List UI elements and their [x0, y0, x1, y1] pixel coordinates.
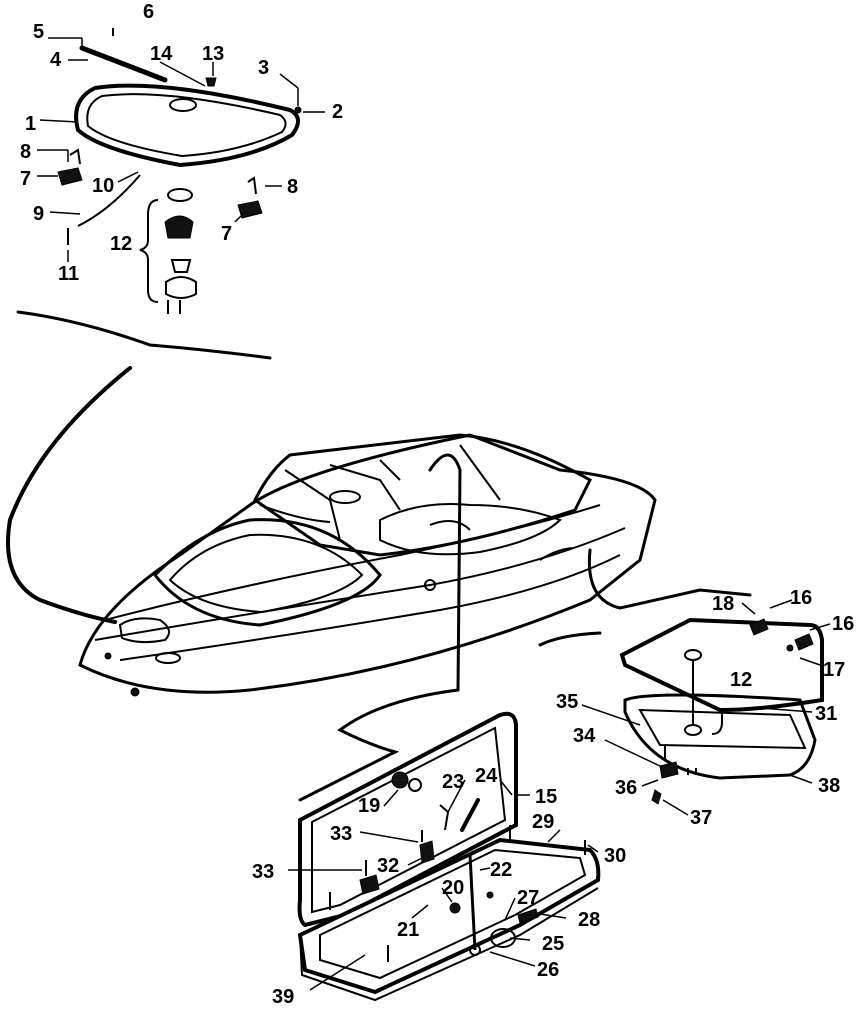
- hinge-16-b: [794, 633, 814, 651]
- latch-body: [164, 215, 194, 239]
- part-label: 18: [712, 593, 734, 615]
- part-label: 12: [730, 669, 752, 691]
- part-label: 27: [517, 887, 539, 909]
- hinge-16-a: [749, 618, 769, 636]
- latch-roller: [391, 771, 409, 789]
- part-label: 24: [475, 765, 498, 787]
- latch-bolt: [205, 77, 217, 87]
- hinge-32: [359, 874, 380, 895]
- part-label: 38: [818, 775, 840, 797]
- part-label: 17: [823, 659, 845, 681]
- part-label: 1: [25, 113, 36, 135]
- part-label: 33: [330, 823, 352, 845]
- part-label: 9: [33, 203, 44, 225]
- part-label: 36: [615, 777, 637, 799]
- part-label: 20: [442, 877, 464, 899]
- part-label: 32: [377, 855, 399, 877]
- hinge-33: [419, 840, 435, 864]
- part-label: 3: [258, 57, 269, 79]
- part-label: 31: [815, 703, 837, 725]
- part-label: 30: [604, 845, 626, 867]
- part-label: 37: [690, 807, 712, 829]
- side-hatch-frame: [623, 693, 817, 780]
- part-label: 6: [143, 1, 154, 23]
- part-label: 25: [542, 933, 564, 955]
- compartment-lid: [297, 711, 518, 928]
- side-hatch-assembly: [619, 617, 824, 805]
- part-label: 5: [33, 21, 44, 43]
- part-label: 19: [358, 795, 380, 817]
- part-label: 15: [535, 786, 557, 808]
- part-label: 10: [92, 175, 114, 197]
- part-label: 21: [397, 919, 419, 941]
- part-label: 39: [272, 986, 294, 1008]
- side-hatch-lid: [619, 617, 824, 713]
- part-label: 8: [287, 176, 298, 198]
- part-label: 35: [556, 691, 578, 713]
- part-label: 34: [573, 725, 596, 747]
- bow-hatch-assembly: [57, 28, 302, 314]
- hatch-latch: [659, 761, 679, 779]
- part-label: 7: [221, 223, 232, 245]
- part-label: 16: [790, 587, 812, 609]
- gasket-strip: [79, 45, 168, 83]
- storage-compartment-assembly: [297, 711, 601, 1002]
- part-label: 14: [150, 43, 173, 65]
- part-label: 16: [832, 613, 854, 635]
- part-label: 23: [442, 771, 464, 793]
- boat-hull: [78, 433, 657, 697]
- part-number-labels: 5 6 4 14 13 3 2 1 8 7 10 8 9 7 12 11 16 …: [20, 1, 854, 1008]
- brace-12-top: [139, 199, 159, 303]
- part-label: 8: [20, 141, 31, 163]
- leader-lines: [37, 37, 831, 991]
- part-label: 12: [110, 233, 132, 255]
- lanyard-cable: [77, 174, 141, 227]
- part-label: 28: [578, 909, 600, 931]
- part-label: 4: [50, 49, 62, 71]
- latch-base: [165, 276, 197, 299]
- part-label: 11: [58, 263, 79, 285]
- part-label: 22: [490, 859, 512, 881]
- part-label: 33: [252, 861, 274, 883]
- part-label: 26: [537, 959, 559, 981]
- leader-sweeps: [6, 310, 752, 802]
- part-label: 29: [532, 811, 554, 833]
- part-label: 13: [202, 43, 224, 65]
- part-label: 2: [332, 101, 343, 123]
- hinge-left: [57, 167, 83, 186]
- latch-cap: [167, 188, 193, 202]
- part-label: 7: [20, 168, 31, 190]
